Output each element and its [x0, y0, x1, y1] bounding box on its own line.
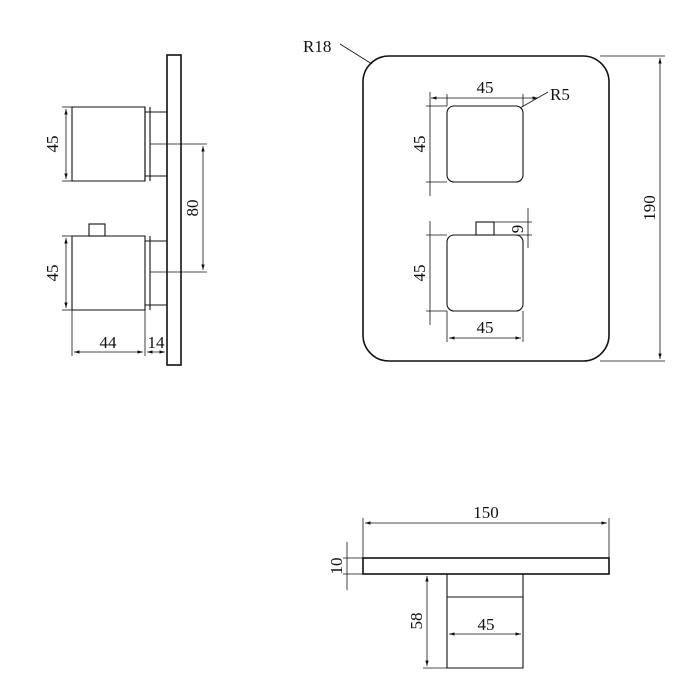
side-dim-knob-spacing: 80 — [183, 200, 202, 217]
top-dim-plate-thickness: 10 — [327, 558, 346, 575]
front-top-knob — [446, 105, 524, 183]
front-dim-top-knob-width: 45 — [477, 78, 494, 97]
top-dim-plate-width: 150 — [473, 503, 499, 522]
side-bottom-knob-neck — [145, 240, 167, 306]
top-view: 150 10 58 45 — [327, 503, 610, 669]
side-dim-plate-thickness: 14 — [148, 333, 166, 352]
side-dim-bottom-knob-height: 45 — [43, 265, 62, 282]
top-dim-knob-width: 45 — [478, 615, 495, 634]
top-dim-knob-depth: 58 — [407, 613, 426, 630]
side-view: 45 45 80 44 14 — [43, 54, 207, 366]
front-dim-corner-radius: R18 — [303, 37, 331, 56]
side-bottom-knob-stem — [88, 223, 106, 237]
front-bottom-knob — [446, 234, 524, 312]
side-wall-plate — [166, 54, 182, 366]
front-dim-top-knob-height: 45 — [410, 136, 429, 153]
front-dim-knob-radius: R5 — [550, 85, 570, 104]
front-dim-overall-height: 190 — [640, 195, 659, 221]
front-dim-bottom-knob-height: 45 — [410, 265, 429, 282]
front-dim-bottom-knob-width: 45 — [477, 318, 494, 337]
side-top-knob-neck — [145, 111, 167, 177]
side-top-knob-edge — [144, 107, 151, 181]
front-plate — [362, 55, 610, 362]
side-dim-top-knob-height: 45 — [43, 136, 62, 153]
side-top-knob — [71, 106, 146, 182]
side-bottom-knob — [71, 235, 146, 311]
front-dim-stem-height: 9 — [508, 225, 527, 234]
front-bottom-knob-stem — [475, 221, 495, 236]
side-dim-knob-depth: 44 — [100, 333, 118, 352]
front-view: R18 R5 45 45 45 45 9 190 — [303, 37, 665, 362]
top-knob — [446, 574, 524, 669]
top-plate — [362, 557, 610, 575]
